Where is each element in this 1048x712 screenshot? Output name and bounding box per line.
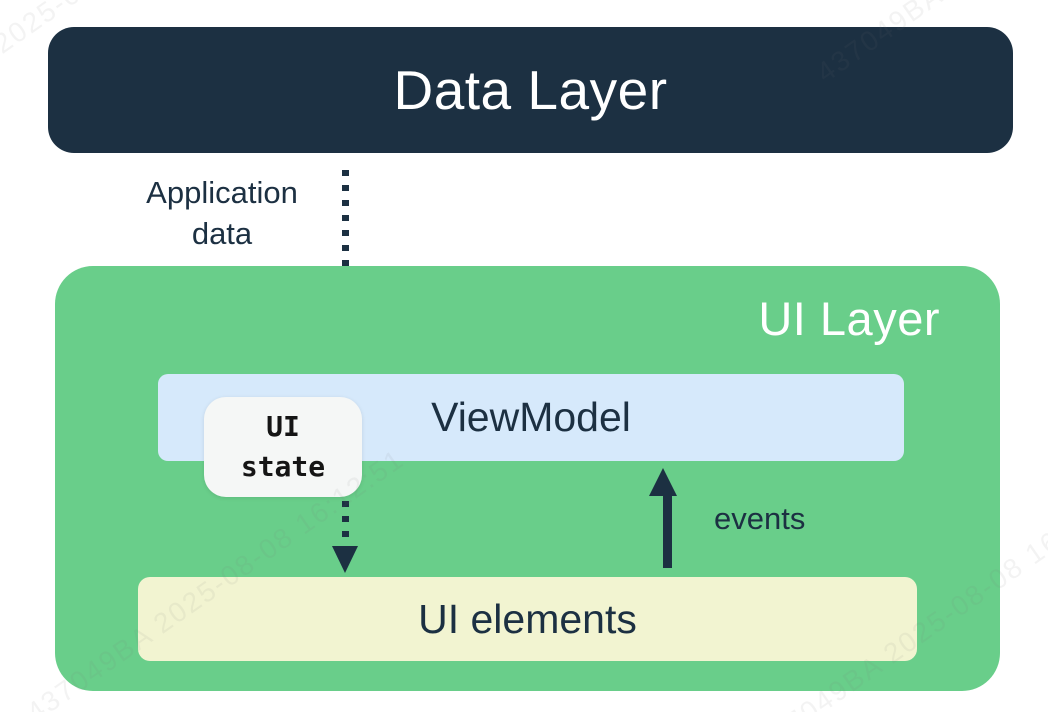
data-layer-title: Data Layer xyxy=(393,59,668,121)
ui-state-dotted-line xyxy=(342,501,349,545)
application-data-flow-label: Application data xyxy=(146,175,298,251)
ui-state-arrowhead-down-icon xyxy=(332,546,358,573)
events-flow-label: events xyxy=(714,501,806,536)
application-data-dotted-line xyxy=(342,170,349,347)
events-arrow-shaft xyxy=(663,492,672,568)
data-layer-box: Data Layer xyxy=(48,27,1013,153)
viewmodel-label: ViewModel xyxy=(431,394,631,440)
ui-elements-label: UI elements xyxy=(418,595,637,642)
events-arrowhead-up-icon xyxy=(649,468,677,496)
ui-state-badge-label: UI state xyxy=(240,410,326,483)
ui-state-badge: UI state xyxy=(204,397,362,497)
ui-layer-title: UI Layer xyxy=(758,292,940,345)
ui-elements-box: UI elements xyxy=(138,577,917,661)
